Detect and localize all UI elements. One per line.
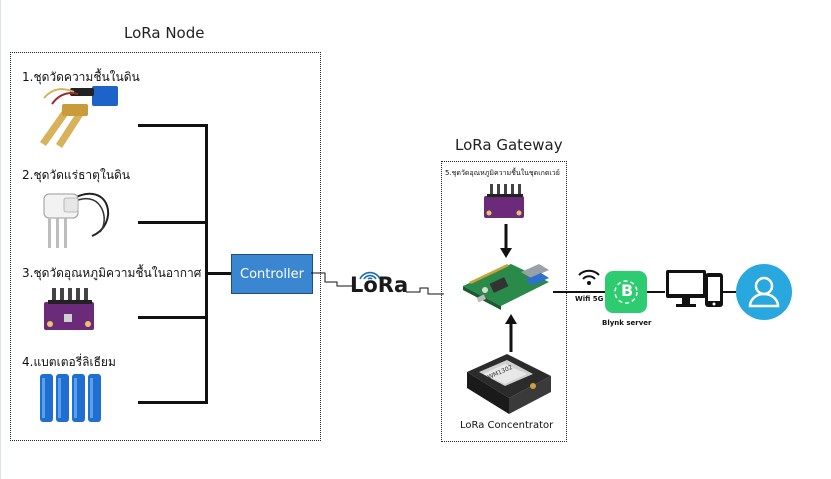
left-edge-line (0, 0, 1, 479)
bus-vertical-line (205, 124, 208, 404)
server-to-device-line (647, 291, 665, 293)
gateway-frame (441, 161, 567, 442)
bus-line-sensor-1 (138, 124, 208, 127)
lora-logo-text: LoRa (350, 273, 409, 297)
sensor-4-label: 4.แบตเตอรี่ลิเธียม (22, 355, 116, 369)
sensor-2-label: 2.ชุดวัดแร่ธาตุในดิน (22, 168, 131, 182)
server-label: Blynk server (602, 319, 652, 327)
wifi-label: Wifi 5G (575, 295, 604, 303)
device-to-user-line (722, 291, 736, 293)
lora-signal-icon (359, 271, 381, 280)
sensor-3-label: 3.ชุดวัดอุณหภูมิความชื้นในอากาศ (22, 266, 202, 280)
bus-line-sensor-4 (138, 401, 208, 404)
blynk-logo-letter: B (621, 281, 634, 300)
arrow-up-icon (505, 314, 517, 352)
node-frame (10, 52, 321, 441)
concentrator-label: LoRa Concentrator (460, 420, 554, 431)
smartphone-icon (705, 273, 723, 307)
pi-to-server-line (553, 291, 605, 293)
bus-line-controller (205, 272, 231, 275)
soil-moisture-sensor-icon (40, 86, 118, 148)
arrow-down-icon (500, 224, 512, 258)
user-avatar-icon (736, 264, 792, 320)
lora-concentrator-icon (467, 354, 551, 414)
lithium-battery-icon (40, 374, 101, 422)
bus-line-sensor-2 (138, 221, 208, 224)
wifi-icon (578, 269, 600, 285)
gateway-sensor-label: 5.ชุดวัดอุณหภูมิความชื้นในชุดเกตเวย์ (445, 169, 560, 177)
bus-line-sensor-3 (138, 316, 208, 319)
temperature-humidity-module-icon (44, 288, 94, 330)
controller-box: Controller (231, 254, 313, 294)
blynk-icon (614, 280, 638, 304)
soil-mineral-probe-icon (43, 192, 110, 248)
desktop-monitor-icon (666, 270, 706, 307)
lora-link-line-left (311, 272, 356, 287)
lora-link-line-right (406, 287, 444, 295)
blynk-logo (605, 271, 647, 313)
gateway-sensor-module-icon (484, 184, 524, 218)
raspberry-pi-icon (463, 264, 549, 310)
node-title: LoRa Node (124, 24, 205, 42)
gateway-title: LoRa Gateway (455, 136, 563, 154)
sensor-1-label: 1.ชุดวัดความชื้นในดิน (22, 70, 140, 84)
